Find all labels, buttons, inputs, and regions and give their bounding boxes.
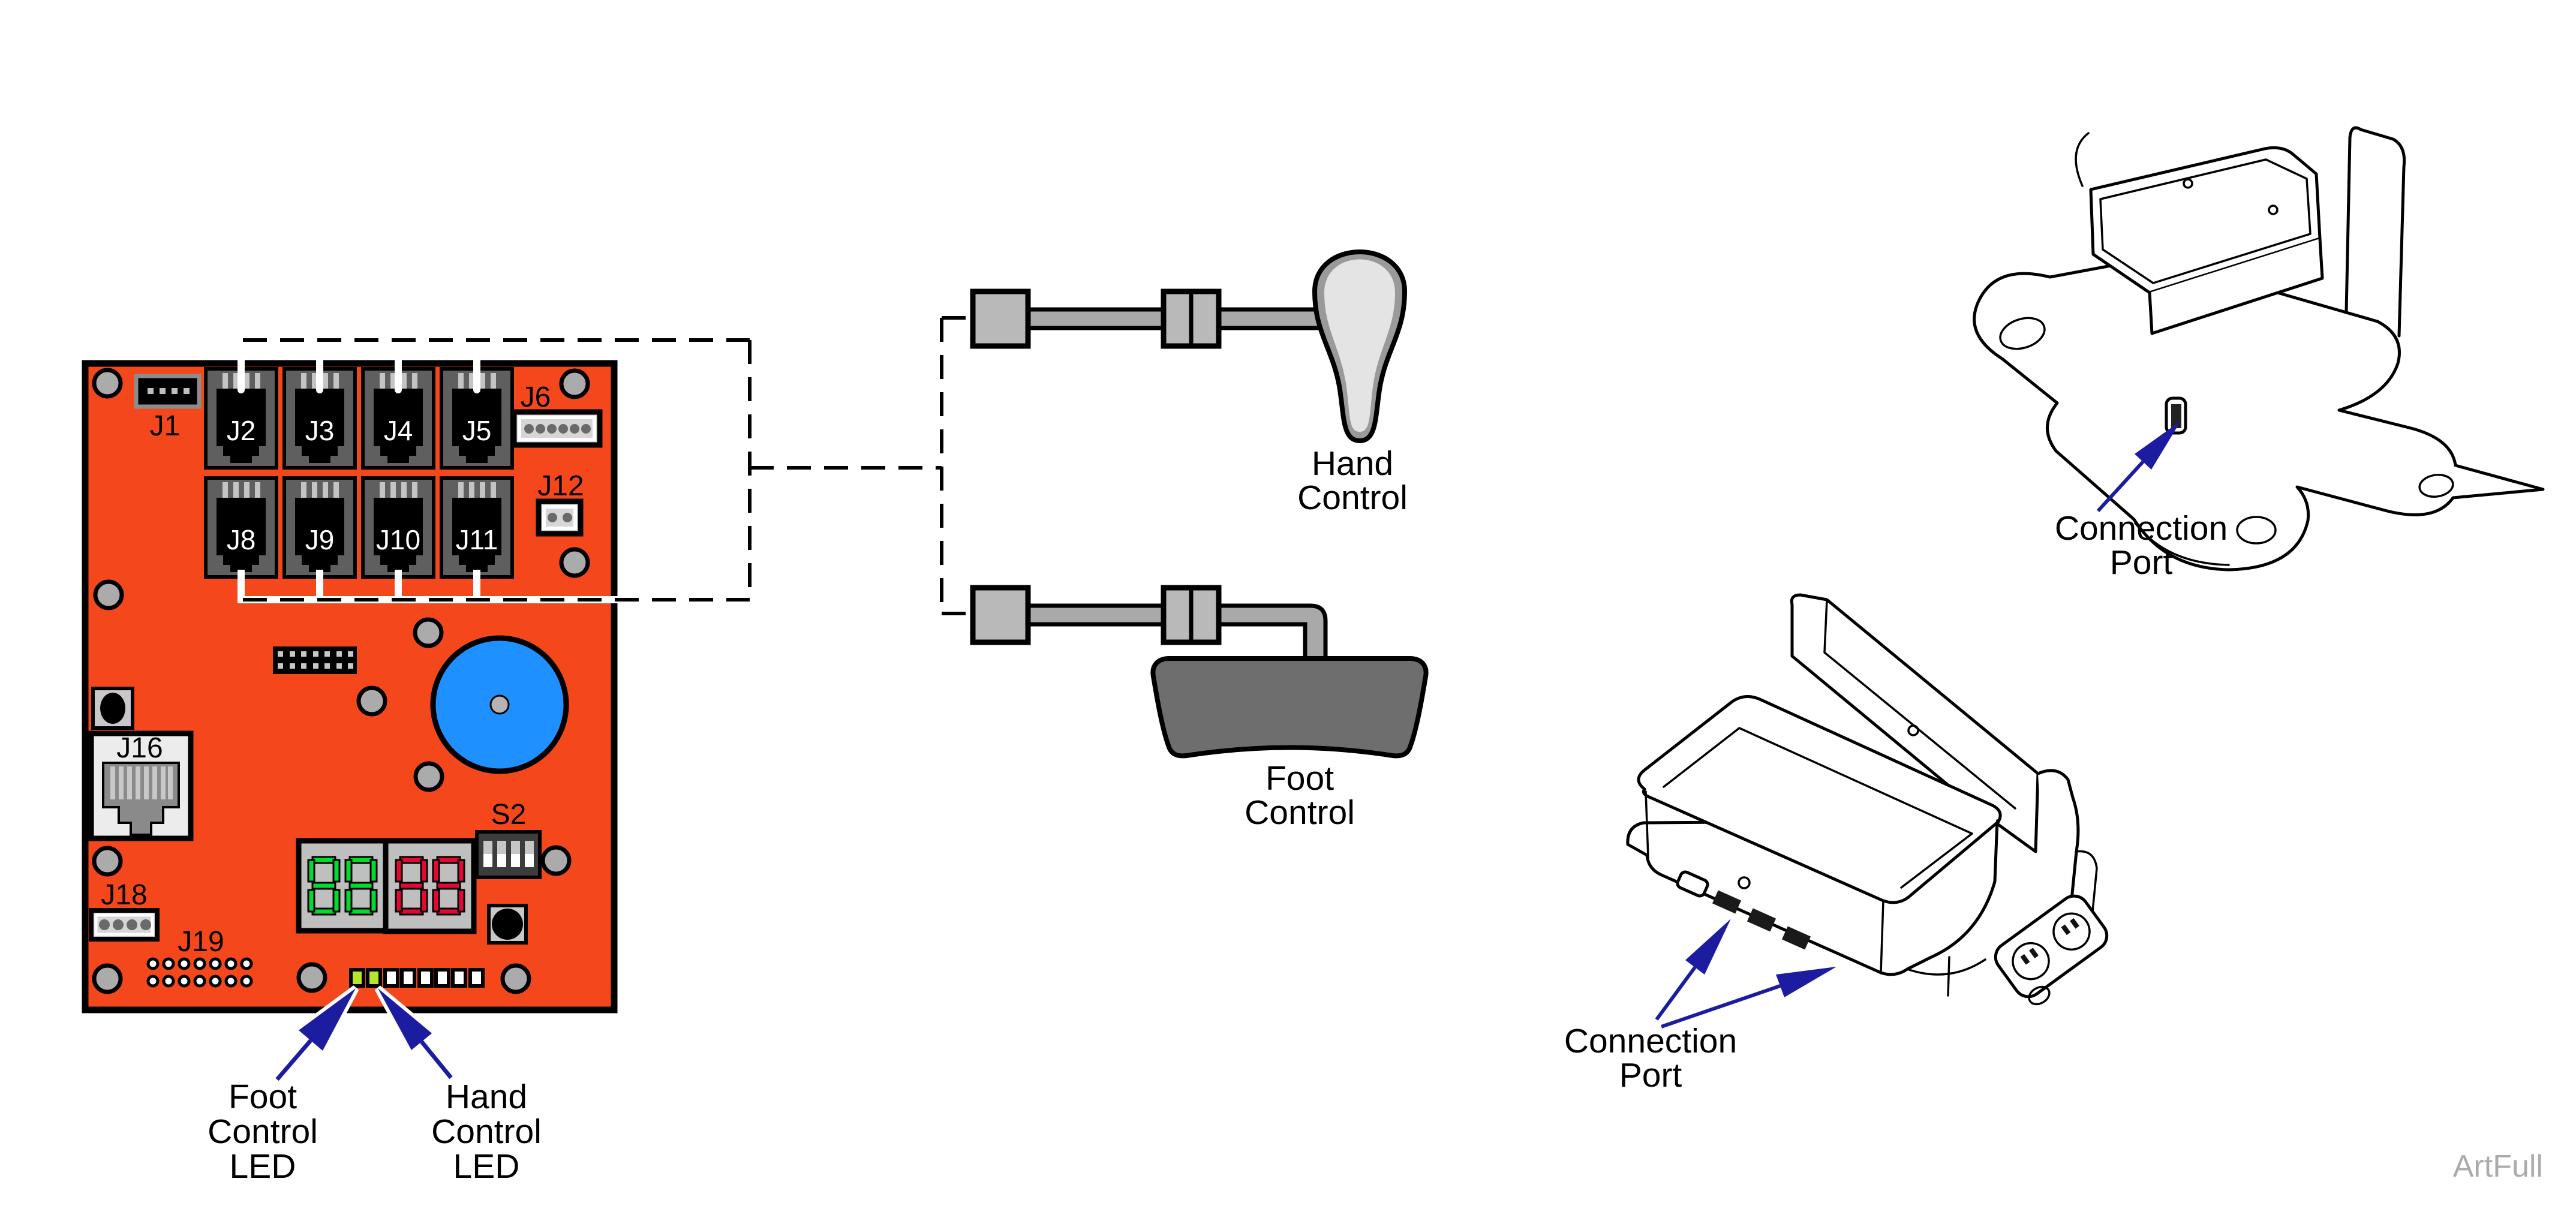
j12-label: J12 xyxy=(537,470,584,502)
j1-label: J1 xyxy=(150,410,181,442)
j10-label: J10 xyxy=(376,524,420,555)
cable-routing xyxy=(238,316,968,615)
hand-led-arrow-tail xyxy=(420,1040,453,1079)
connector-j6: J6 xyxy=(511,381,603,448)
hand-control-plug xyxy=(970,288,1031,349)
hand-control-label-line2: Control xyxy=(1297,479,1408,517)
connection-port-slots-bottom xyxy=(1676,870,1811,950)
jack-j4: J4 xyxy=(361,367,435,470)
foot-control-led xyxy=(349,968,365,988)
j4-label: J4 xyxy=(384,415,413,446)
connection-port-slot-top xyxy=(2165,396,2187,435)
connection-port-top-line1: Connection xyxy=(2055,509,2228,548)
j6-label: J6 xyxy=(521,381,551,413)
foot-led-callout: Foot Control LED xyxy=(208,985,359,1186)
led-row xyxy=(349,968,485,988)
connection-port-arrow2-head xyxy=(1776,967,1836,997)
jack-j9: J9 xyxy=(282,476,357,579)
j8-label: J8 xyxy=(227,524,256,555)
button-component xyxy=(91,687,134,730)
foot-led-arrow-head xyxy=(299,988,356,1051)
foot-led-arrow-tail xyxy=(275,1039,312,1081)
power-outlets xyxy=(1994,894,2109,999)
connection-port-bottom-line2: Port xyxy=(1619,1056,1682,1094)
connector-j16: J16 xyxy=(88,730,194,841)
connection-port-arrow-head xyxy=(2135,421,2181,470)
j11-label: J11 xyxy=(456,524,498,555)
s2-label: S2 xyxy=(491,799,527,831)
j19-label: J19 xyxy=(178,926,224,958)
chair-base-illustration: Connection Port xyxy=(1973,126,2545,582)
connection-port-callout-bottom: Connection Port xyxy=(1564,919,1836,1094)
support-column xyxy=(2344,126,2406,338)
foot-led-label-line2: Control xyxy=(208,1112,318,1151)
box-body xyxy=(1626,694,2002,997)
junction-box-illustration: Connection Port xyxy=(1564,593,2109,1094)
connection-port-arrow1-head xyxy=(1685,919,1731,975)
pushbutton xyxy=(487,904,528,945)
seven-segment-display-red xyxy=(383,838,477,934)
pin-header xyxy=(273,646,357,674)
jack-j8: J8 xyxy=(204,476,278,579)
connector-j18: J18 xyxy=(89,879,160,942)
hand-control-led xyxy=(366,968,382,988)
connection-port-arrow2-tail xyxy=(1661,984,1781,1028)
dashed-connection-lines xyxy=(243,316,968,615)
foot-control-coupler xyxy=(1161,585,1222,645)
watermark: ArtFull xyxy=(2453,1149,2543,1184)
status-led xyxy=(434,968,450,988)
foot-led-label-line1: Foot xyxy=(229,1078,297,1116)
hand-led-label-line1: Hand xyxy=(446,1078,527,1116)
foot-led-label-line3: LED xyxy=(230,1147,296,1186)
hand-led-callout: Hand Control LED xyxy=(374,985,542,1186)
circuit-board: J1 J2 J3 J4 J5 xyxy=(82,360,618,1013)
j5-label: J5 xyxy=(462,415,492,446)
connection-port-bottom-line1: Connection xyxy=(1564,1022,1737,1060)
status-led xyxy=(400,968,416,988)
hand-control-coupler xyxy=(1161,288,1222,349)
hand-control-handle xyxy=(1312,249,1408,444)
seven-segment-display-green xyxy=(296,838,389,934)
connection-port-arrow1-tail xyxy=(1655,966,1697,1021)
connector-j1: J1 xyxy=(134,374,202,442)
foot-control-pedal xyxy=(1150,656,1429,759)
dip-switch-s2: S2 xyxy=(475,799,542,879)
hand-control: Hand Control xyxy=(970,249,1408,517)
jack-j2: J2 xyxy=(204,367,278,470)
connection-port-top-line2: Port xyxy=(2110,543,2173,582)
jack-j11: J11 xyxy=(440,476,514,579)
lift-housing xyxy=(2075,132,2324,335)
j2-label: J2 xyxy=(227,415,256,446)
j3-label: J3 xyxy=(305,415,335,446)
foot-control-plug xyxy=(970,585,1031,645)
connector-j19: J19 xyxy=(146,926,253,988)
jack-j10: J10 xyxy=(361,476,435,579)
connection-port-arrow-tail xyxy=(2096,460,2145,513)
hand-led-label-line3: LED xyxy=(453,1147,520,1186)
foot-control: Foot Control xyxy=(970,585,1429,832)
foot-control-label-line1: Foot xyxy=(1266,759,1334,798)
status-led xyxy=(468,968,485,988)
mounting-holes xyxy=(92,368,590,994)
connector-j12: J12 xyxy=(536,470,584,537)
hand-led-arrow-head xyxy=(378,988,432,1050)
j9-label: J9 xyxy=(305,524,335,555)
status-led xyxy=(451,968,467,988)
status-led xyxy=(383,968,399,988)
hand-led-label-line2: Control xyxy=(431,1112,542,1151)
status-led xyxy=(417,968,434,988)
foot-control-label-line2: Control xyxy=(1245,793,1355,832)
buzzer xyxy=(430,635,569,774)
hand-control-label-line1: Hand xyxy=(1312,444,1393,483)
j16-label: J16 xyxy=(116,732,163,764)
connection-port-callout-top: Connection Port xyxy=(2055,421,2228,582)
j18-label: J18 xyxy=(101,879,147,911)
